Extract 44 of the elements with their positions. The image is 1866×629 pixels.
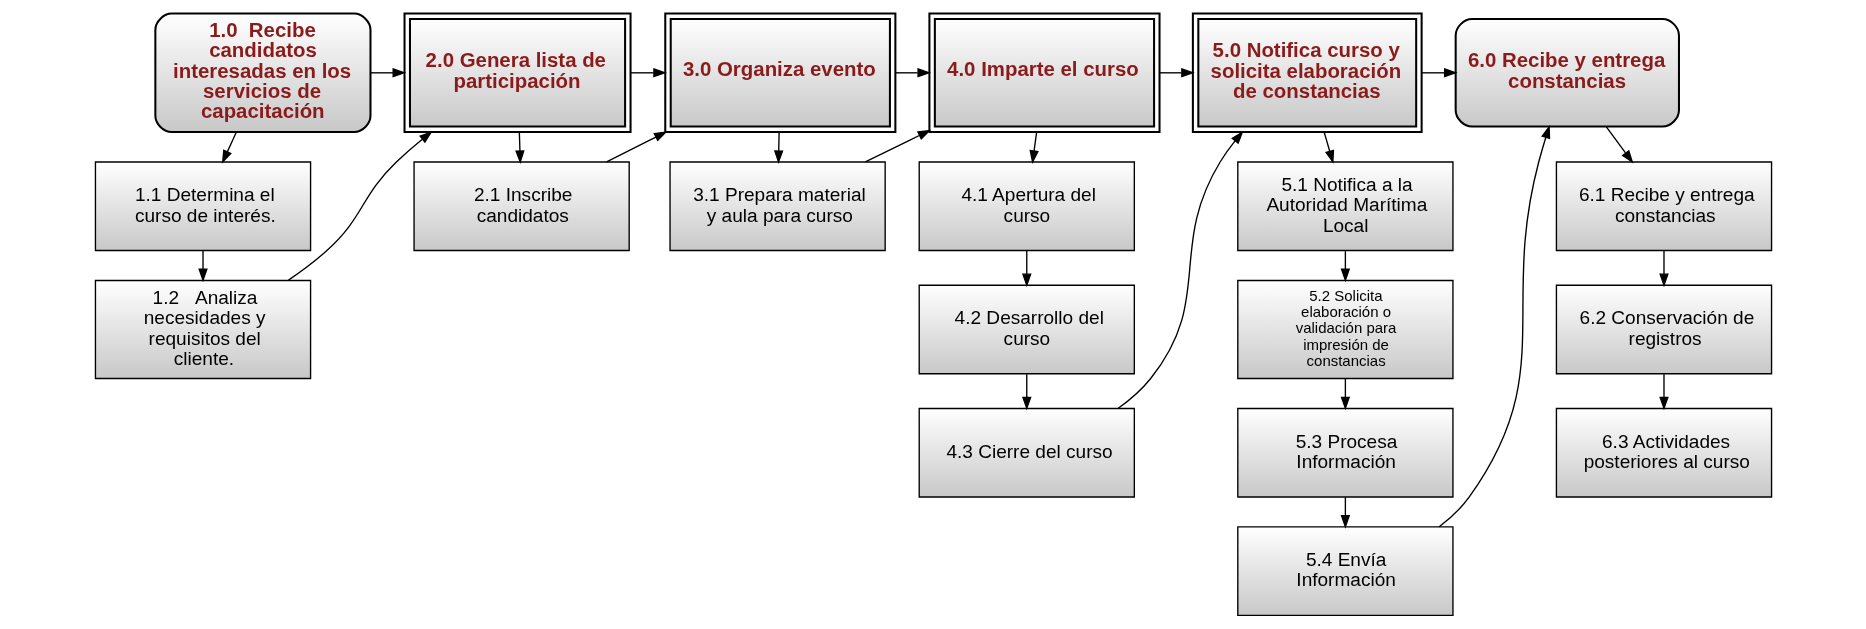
arrow [1340,250,1350,283]
arrow [1323,131,1334,164]
arrow [514,131,525,164]
node-box: 6.1 Recibe y entrega constancias [1555,161,1772,252]
arrow [894,68,931,78]
node-box: 1.0 Recibe candidatos interesadas en los servicios de capacitación [153,12,371,134]
arrow [1658,250,1669,288]
arrow [197,250,208,283]
arrow [1021,373,1032,411]
node-box: 5.4 Envía Información [1236,526,1454,617]
arrow [287,131,433,281]
arrow [1340,496,1350,529]
node-box: 4.0 Imparte el curso [927,12,1161,134]
arrow [1028,131,1039,164]
node-box: 2.0 Genera lista de participación [403,12,632,134]
arrow [1340,378,1350,411]
arrow [369,68,406,78]
node-box: 1.2 Analiza necesidades y requisitos del cliente. [94,279,311,380]
node-box: 3.1 Prepara material y aula para curso [668,161,886,252]
node-box: 4.3 Cierre del curso [918,407,1135,498]
arrow [1605,126,1633,164]
arrow [773,131,783,164]
node-box: 1.1 Determina el curso de interés. [94,161,311,252]
arrow [1117,130,1244,409]
arrow [629,68,667,78]
node-box: 3.0 Organiza evento [663,12,896,134]
arrow [1438,124,1550,528]
arrow [1420,68,1458,78]
node-box: 4.1 Apertura del curso [918,161,1135,252]
node-box: 4.2 Desarrollo del curso [918,284,1135,375]
node-box: 5.0 Notifica curso y solicita elaboración de constancias [1191,12,1423,134]
node-box: 5.1 Notifica a la Autoridad Marítima Local [1236,161,1454,252]
arrow [1658,373,1669,411]
node-box: 6.3 Actividades posteriores al curso [1555,407,1772,498]
arrow [864,129,931,163]
node-box: 6.2 Conservación de registros [1555,284,1772,375]
node-box: 5.2 Solicita elaboración o validación para impresión de constancias [1236,279,1454,380]
node-box: 2.1 Inscribe candidatos [412,161,630,252]
arrow [1158,68,1195,78]
arrow [1021,250,1032,288]
node-box: 6.0 Recibe y entrega constancias [1454,18,1680,128]
arrow [221,131,237,164]
node-box: 5.3 Procesa Información [1236,407,1454,498]
arrow [605,131,668,163]
